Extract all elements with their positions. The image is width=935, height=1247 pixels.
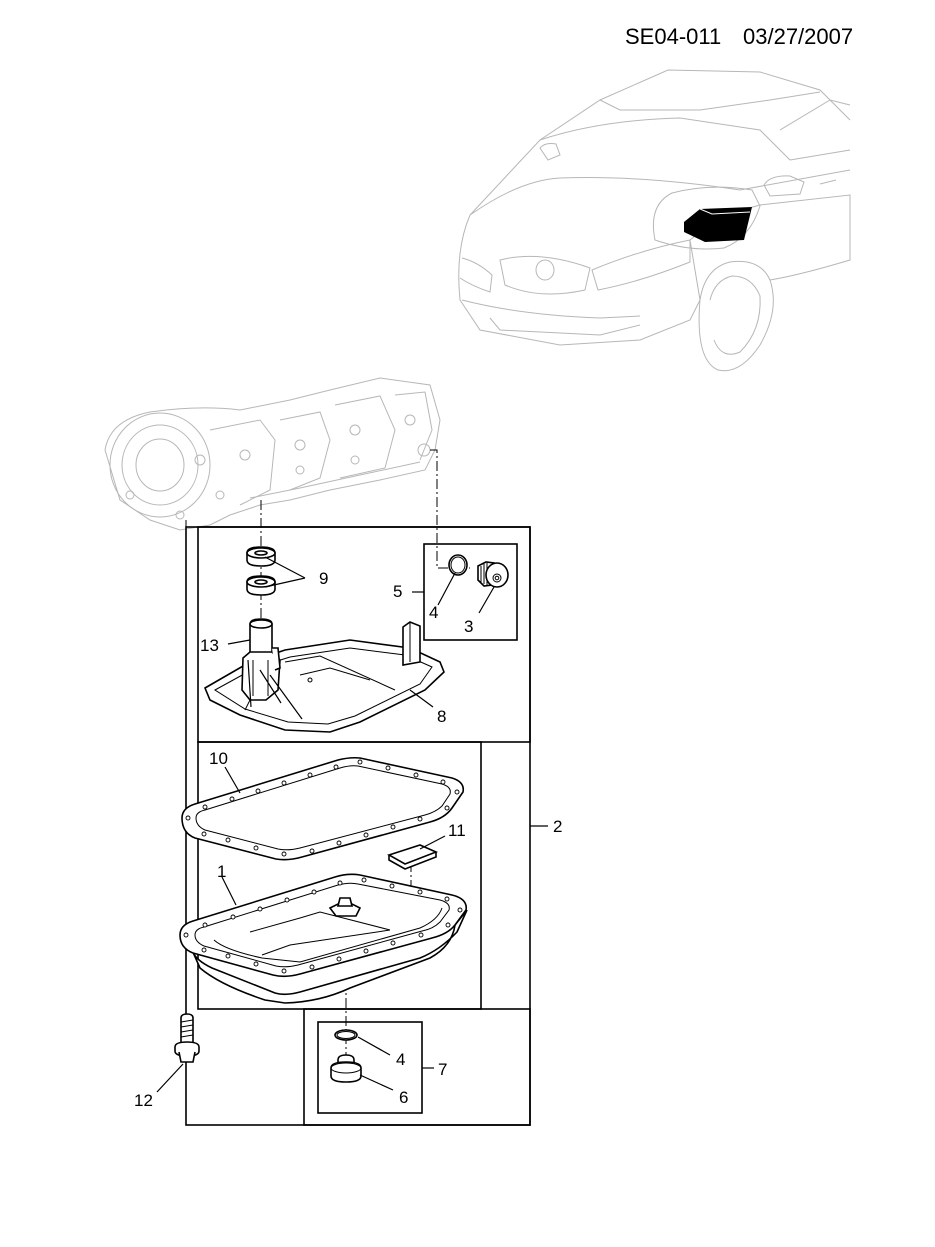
pan-bolt-holes [183, 877, 463, 974]
diagram-date: 03/27/2007 [743, 24, 853, 49]
pan-bolt [174, 1013, 200, 1063]
fill-plug-assembly [448, 554, 509, 588]
callout-10: 10 [209, 749, 228, 768]
callout-1: 1 [217, 862, 226, 881]
filter-neck [241, 618, 281, 711]
diagram-id: SE04-011 [625, 24, 721, 49]
callout-13: 13 [200, 636, 219, 655]
callout-11: 11 [448, 821, 466, 840]
callout-2: 2 [553, 817, 562, 836]
transmission-filter [203, 621, 445, 733]
drain-plug-outer-box [303, 1008, 531, 1126]
seal-rings [246, 546, 276, 596]
callout-3: 3 [464, 617, 473, 636]
magnet-pad [387, 844, 439, 870]
callout-4-fill: 4 [429, 603, 438, 622]
transmission-housing-illustration [104, 377, 441, 531]
callout-9: 9 [319, 569, 328, 588]
callout-7: 7 [438, 1060, 447, 1079]
vehicle-locator-illustration [458, 69, 851, 372]
transmission-pan-location-highlight [684, 207, 752, 242]
oil-pan-gasket [181, 756, 465, 861]
leader-lines [156, 556, 548, 1093]
fill-plug-center-line [430, 449, 470, 569]
gasket-bolt-holes [185, 759, 460, 857]
callout-8: 8 [437, 707, 446, 726]
oil-pan [179, 873, 468, 1004]
callout-4-drain: 4 [396, 1050, 405, 1069]
drain-plug-assembly [330, 1029, 362, 1083]
callout-12: 12 [134, 1091, 153, 1110]
callout-5: 5 [393, 582, 402, 601]
callout-6: 6 [399, 1088, 408, 1107]
